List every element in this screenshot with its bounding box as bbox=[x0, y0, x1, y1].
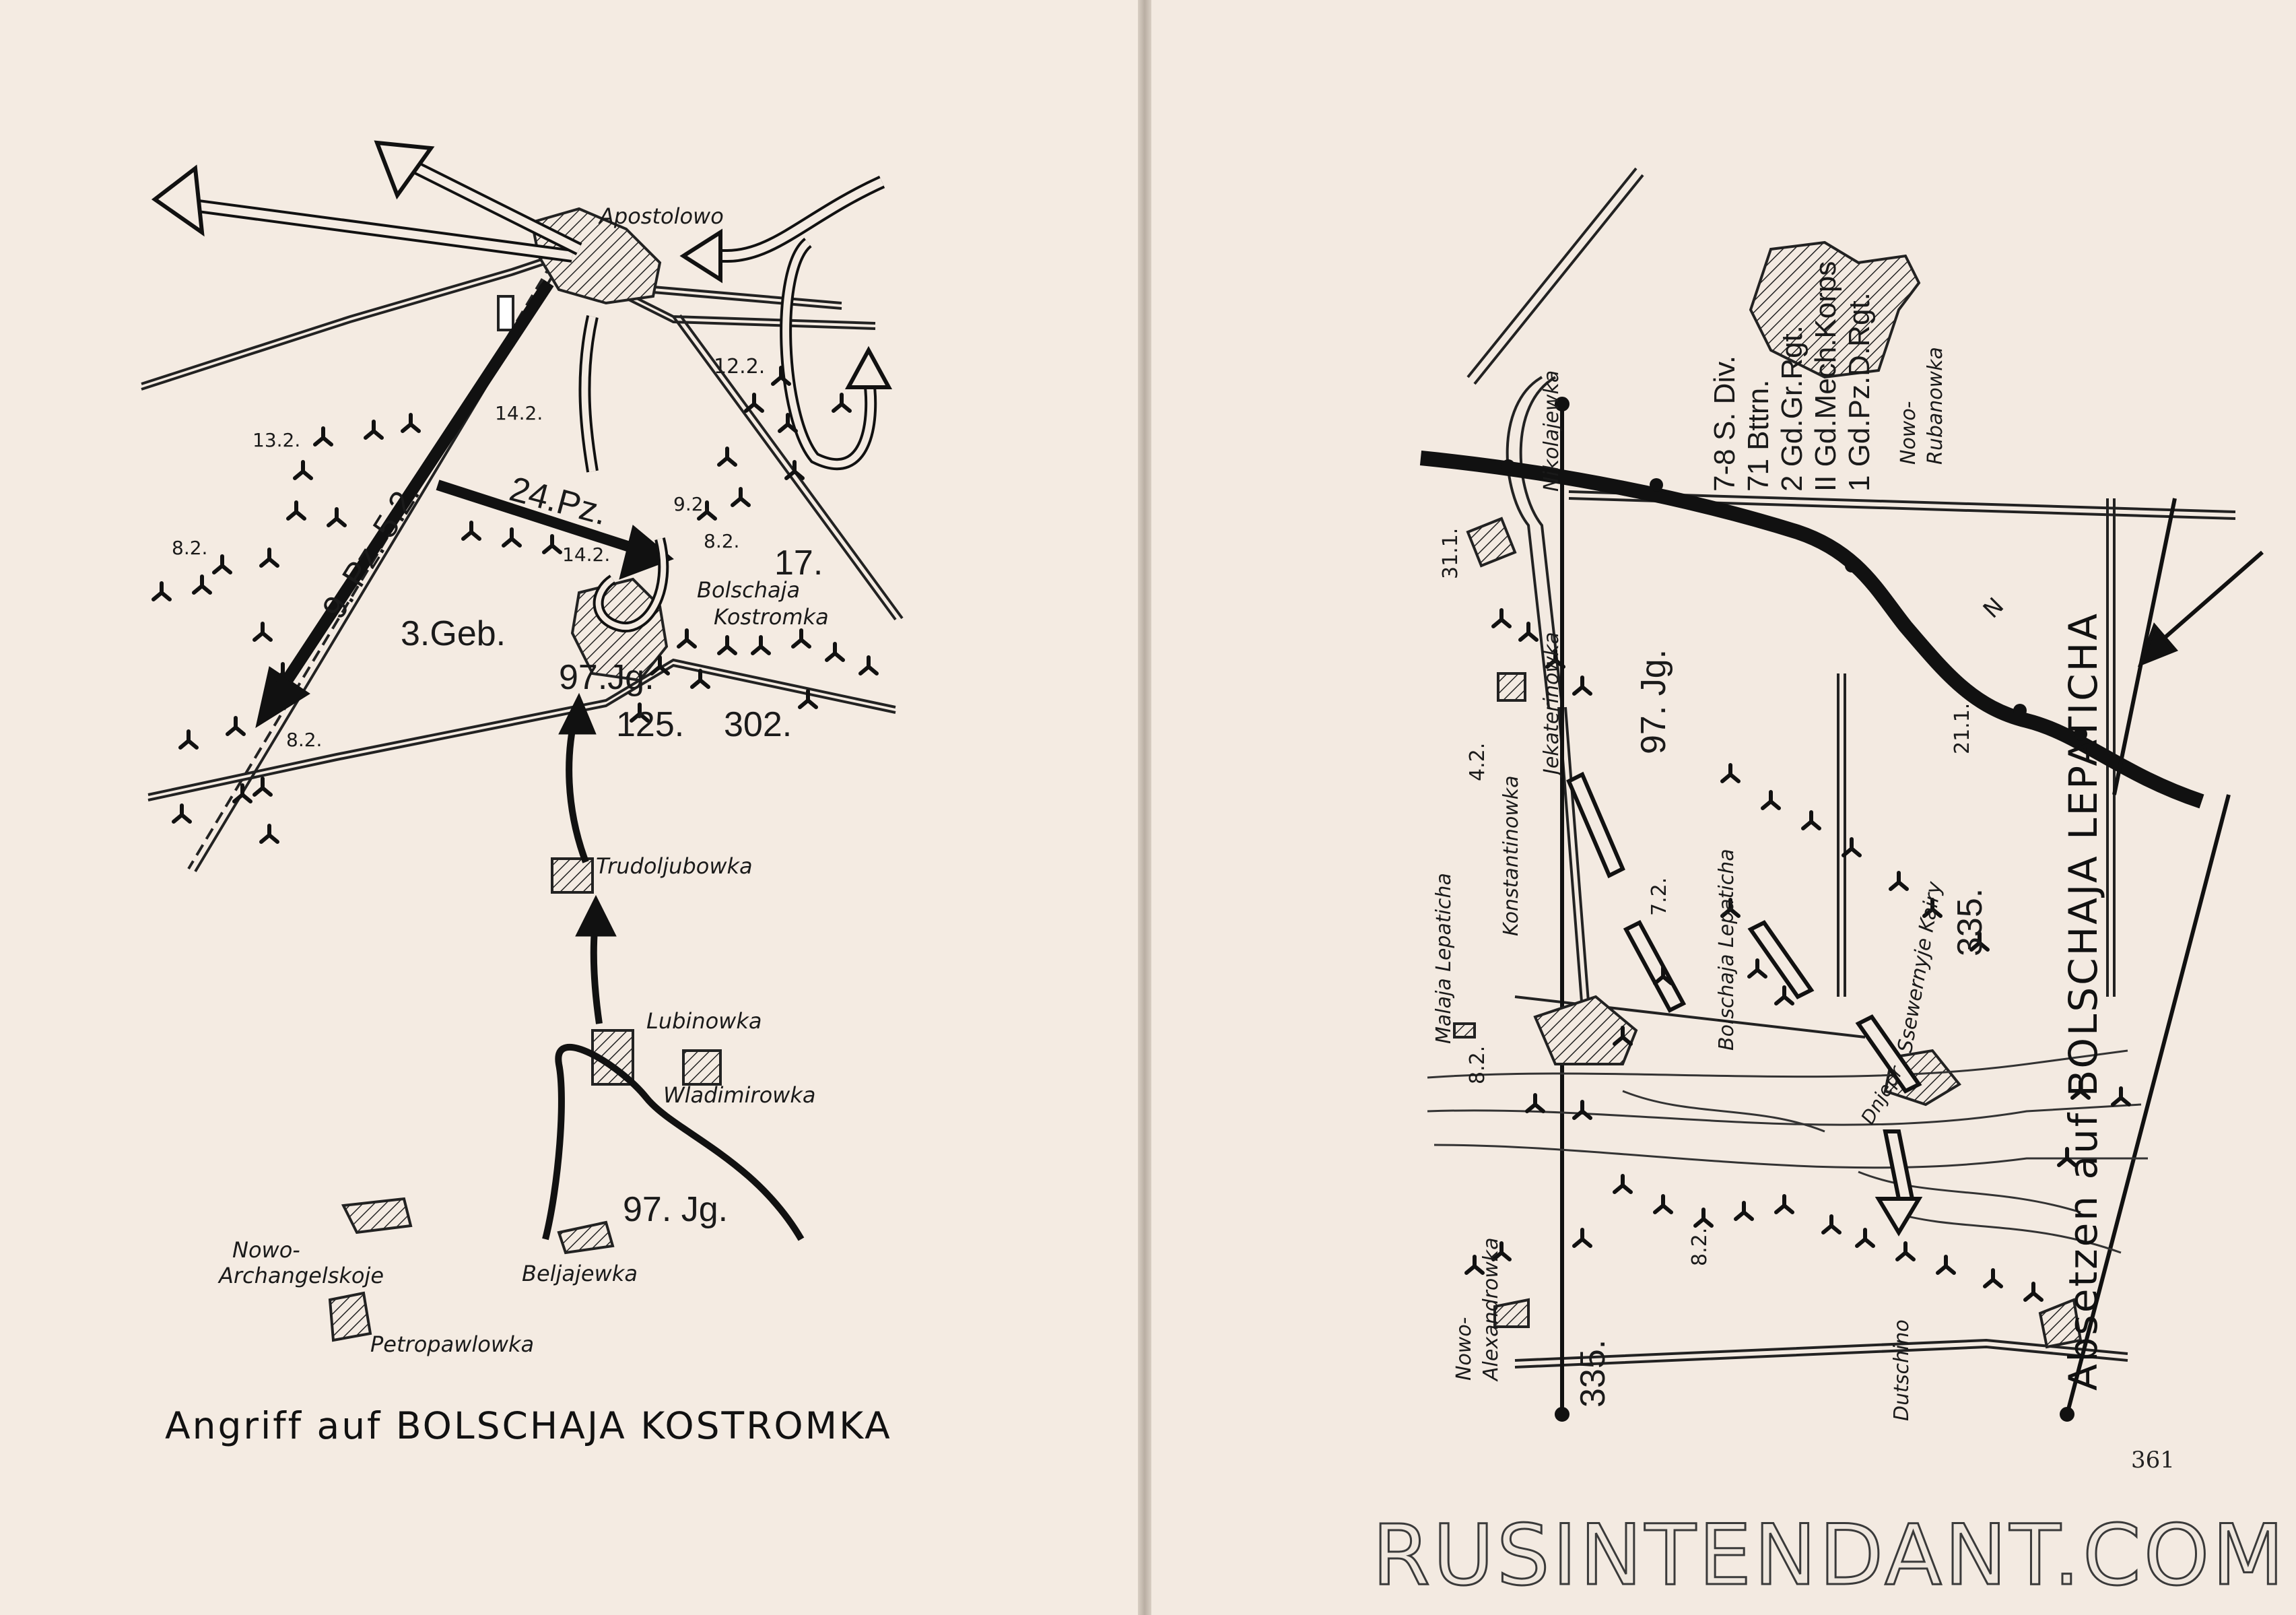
label-unit-17: 17. bbox=[774, 543, 823, 583]
left-map-caption: Angriff auf BOLSCHAJA KOSTROMKA bbox=[165, 1404, 892, 1447]
label-date-13-2: 13.2. bbox=[252, 429, 301, 451]
label-beljajewka: Beljajewka bbox=[522, 1261, 638, 1286]
label-date-8-2-bottom: 8.2. bbox=[286, 729, 323, 751]
label-date-8-2-left: 8.2. bbox=[172, 537, 208, 559]
town-beljajewka bbox=[557, 1220, 615, 1255]
right-map-caption: Absetzen auf BOLSCHAJA LEPATICHA bbox=[2060, 612, 2106, 1391]
label-unit-125: 125. bbox=[616, 705, 685, 744]
label-unit-97jg-bottom: 97. Jg. bbox=[623, 1190, 729, 1229]
label-malaja-lepaticha: Malaja Lepaticha bbox=[1432, 873, 1456, 1044]
label-date-8-2-a: 8.2. bbox=[1466, 1045, 1489, 1084]
right-arrows bbox=[1566, 771, 1923, 1237]
arrow-hook-head bbox=[844, 345, 893, 389]
right-measure-lines bbox=[1555, 397, 2231, 1422]
label-unit-97jg-top: 97.Jg. bbox=[559, 658, 654, 697]
town-petropawlowka bbox=[328, 1291, 372, 1342]
label-unit-3geb: 3.Geb. bbox=[401, 614, 506, 653]
label-bolschaja: Bolschaja bbox=[697, 577, 801, 603]
label-unit-2-gd-gr-rgt: 2 Gd.Gr.Rgt. bbox=[1776, 325, 1809, 492]
page-number: 361 bbox=[2131, 1447, 2175, 1474]
right-front-dots bbox=[1501, 459, 2087, 741]
left-page: Apostolowo 12.2. 13.2. 14.2. 8.2. 9.2. 8… bbox=[0, 0, 1138, 1615]
label-archangelskoje: Archangelskoje bbox=[219, 1263, 384, 1288]
front-line-main bbox=[1419, 451, 2204, 809]
label-nikolajewka: Nikolajewka bbox=[1540, 370, 1563, 492]
label-alexandrowka: Alexandrowka bbox=[1479, 1237, 1503, 1381]
right-map bbox=[1419, 167, 2264, 1422]
town-wladimirowka bbox=[682, 1049, 722, 1086]
town-jekaterinowka bbox=[1497, 672, 1526, 702]
label-apostolowo: Apostolowo bbox=[599, 203, 724, 229]
label-rubanowka: Rubanowka bbox=[1924, 347, 1947, 465]
label-bolschaja-lepaticha: Bolschaja Lepaticha bbox=[1715, 849, 1738, 1051]
label-wladimirowka: Wladimirowka bbox=[663, 1082, 816, 1108]
label-unit-335-left: 335. bbox=[1574, 1339, 1613, 1408]
label-date-14-2-mid: 14.2. bbox=[562, 543, 611, 566]
towns bbox=[328, 207, 722, 1342]
town-trudoljubowka bbox=[551, 857, 594, 894]
town-apostolowo bbox=[530, 207, 662, 305]
label-unit-ii-gd-mech-korps: II Gd.Mech.Korps bbox=[1809, 261, 1842, 492]
right-page: Nikolajewka 7-8 S. Div. 71 Bttrn. 2 Gd.G… bbox=[1151, 0, 2296, 1615]
arrow-apostolowo-head bbox=[679, 228, 722, 284]
north-arrow bbox=[2137, 550, 2264, 667]
label-date-14-2-top: 14.2. bbox=[495, 402, 543, 424]
label-date-9-2: 9.2. bbox=[673, 493, 710, 515]
town-bolschaja-lepaticha bbox=[1533, 995, 1638, 1065]
arrow-northwest-head bbox=[374, 140, 435, 200]
arrow-trudoljubowka-head bbox=[558, 692, 597, 735]
arrow-lubinowka-head bbox=[575, 894, 617, 937]
town-dutschino bbox=[2038, 1298, 2083, 1349]
town-malaja bbox=[1453, 1022, 1476, 1039]
label-unit-7-8-s-div: 7-8 S. Div. bbox=[1708, 355, 1741, 492]
label-date-4-2: 4.2. bbox=[1466, 742, 1489, 781]
label-date-8-2-b: 8.2. bbox=[1688, 1227, 1712, 1266]
town-small bbox=[497, 295, 514, 331]
arrow-west-head bbox=[151, 164, 205, 237]
label-jekaterinowka: Jekaterinowka bbox=[1540, 632, 1563, 774]
river-dnjepr bbox=[1427, 1049, 2148, 1254]
label-nowo-top: Nowo- bbox=[1897, 401, 1920, 465]
label-nowo-bottom: Nowo- bbox=[1452, 1317, 1476, 1381]
label-konstantinowka: Konstantinowka bbox=[1499, 775, 1523, 936]
label-date-21-1: 21.1. bbox=[1951, 702, 1974, 754]
label-unit-335-right: 335. bbox=[1951, 888, 1990, 956]
label-unit-71-bttrn: 71 Bttrn. bbox=[1742, 379, 1775, 492]
label-date-12-2: 12.2. bbox=[714, 355, 766, 378]
label-dutschino: Dutschino bbox=[1890, 1319, 1914, 1421]
label-date-8-2-right: 8.2. bbox=[704, 530, 740, 552]
town-nowo-rubanowka bbox=[1749, 240, 1921, 379]
label-petropawlowka: Petropawlowka bbox=[370, 1331, 535, 1357]
town-nowo-archangelskoje bbox=[341, 1197, 413, 1234]
label-date-7-2: 7.2. bbox=[1648, 877, 1671, 916]
label-unit-1-gd-pz-d-rgt: 1 Gd.Pz.D.Rgt. bbox=[1843, 292, 1876, 492]
label-unit-302: 302. bbox=[724, 705, 792, 744]
label-date-31-1: 31.1. bbox=[1439, 527, 1462, 579]
watermark: RUSINTENDANT.COM bbox=[1371, 1507, 2287, 1606]
label-unit-97-jg: 97. Jg. bbox=[1634, 649, 1673, 754]
label-kostromka: Kostromka bbox=[714, 604, 829, 630]
town-nowo-alexandrowka bbox=[1493, 1298, 1530, 1328]
label-lubinowka: Lubinowka bbox=[646, 1008, 762, 1034]
town-nikolajewka bbox=[1466, 517, 1517, 568]
arrow-24pz-head bbox=[619, 525, 674, 580]
book-gutter bbox=[1138, 0, 1151, 1615]
label-nowo: Nowo- bbox=[232, 1237, 300, 1263]
label-trudoljubowka: Trudoljubowka bbox=[596, 853, 753, 879]
arrows bbox=[151, 140, 893, 1241]
left-map bbox=[141, 140, 904, 1342]
